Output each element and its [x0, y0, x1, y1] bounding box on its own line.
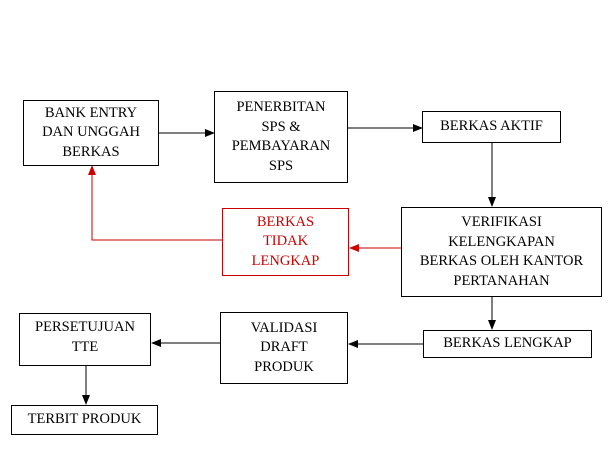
node-persetujuan-tte: PERSETUJUAN TTE: [19, 313, 151, 366]
node-validasi-draft: VALIDASI DRAFT PRODUK: [220, 312, 348, 384]
node-berkas-tidak-lengkap: BERKAS TIDAK LENGKAP: [222, 208, 349, 276]
node-bank-entry: BANK ENTRY DAN UNGGAH BERKAS: [23, 100, 159, 166]
node-penerbitan-sps: PENERBITAN SPS & PEMBAYARAN SPS: [214, 91, 348, 183]
node-berkas-lengkap: BERKAS LENGKAP: [423, 330, 592, 358]
arrow-tidak-lengkap-to-bank-entry: [88, 165, 222, 241]
node-terbit-produk: TERBIT PRODUK: [11, 405, 158, 435]
node-verifikasi: VERIFIKASI KELENGKAPAN BERKAS OLEH KANTO…: [401, 207, 602, 297]
node-berkas-aktif: BERKAS AKTIF: [422, 111, 561, 143]
